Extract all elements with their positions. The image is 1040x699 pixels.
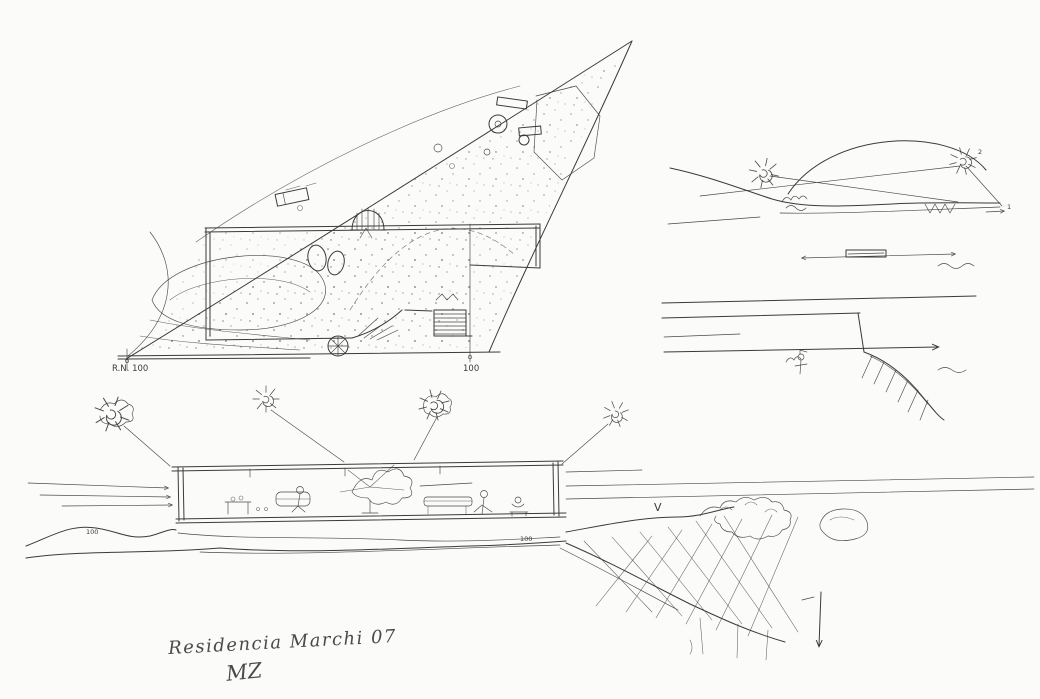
level-label-right: 100	[520, 535, 532, 543]
section-interior	[224, 464, 529, 517]
plan-furniture	[127, 85, 601, 357]
boat-and-arrow	[802, 211, 1004, 269]
figure	[785, 349, 808, 375]
triangle-right-edge	[488, 40, 633, 353]
signature-initials: MZ	[224, 658, 264, 686]
ground-lines	[667, 167, 1001, 225]
cliff-edge	[857, 312, 967, 421]
sun-icon	[745, 154, 783, 192]
sun-number-2: 2	[978, 148, 982, 156]
sight-lines-right	[565, 469, 1035, 500]
plan-stipple-texture-lower	[150, 230, 470, 352]
down-arrow	[801, 591, 821, 646]
level-label-left: 100	[86, 528, 98, 536]
floor-plan-sketch: R.N. 100 100	[112, 40, 633, 374]
sun-icon	[945, 143, 981, 179]
plan-level-label: 100	[463, 364, 479, 374]
section-building	[171, 460, 567, 524]
triangle-hypotenuse	[125, 40, 633, 360]
sunpath-sketch: 2 1	[667, 140, 1011, 269]
section-letter-v: V	[654, 501, 662, 514]
sun-arc	[787, 140, 987, 195]
section-bursts	[88, 385, 635, 467]
sun-number-1: 1	[1007, 203, 1011, 211]
cliff-section-sketch	[661, 295, 977, 421]
long-section-sketch: V 100 100	[25, 385, 1035, 661]
plan-datum-label: R.N. 100	[112, 364, 148, 374]
cliff-hatch	[583, 514, 799, 661]
terrain	[25, 497, 869, 643]
plan-stairs	[327, 293, 467, 357]
triangle-bottom-edge	[117, 351, 501, 360]
wind-arrows	[27, 482, 172, 506]
sight-lines	[699, 165, 1003, 207]
